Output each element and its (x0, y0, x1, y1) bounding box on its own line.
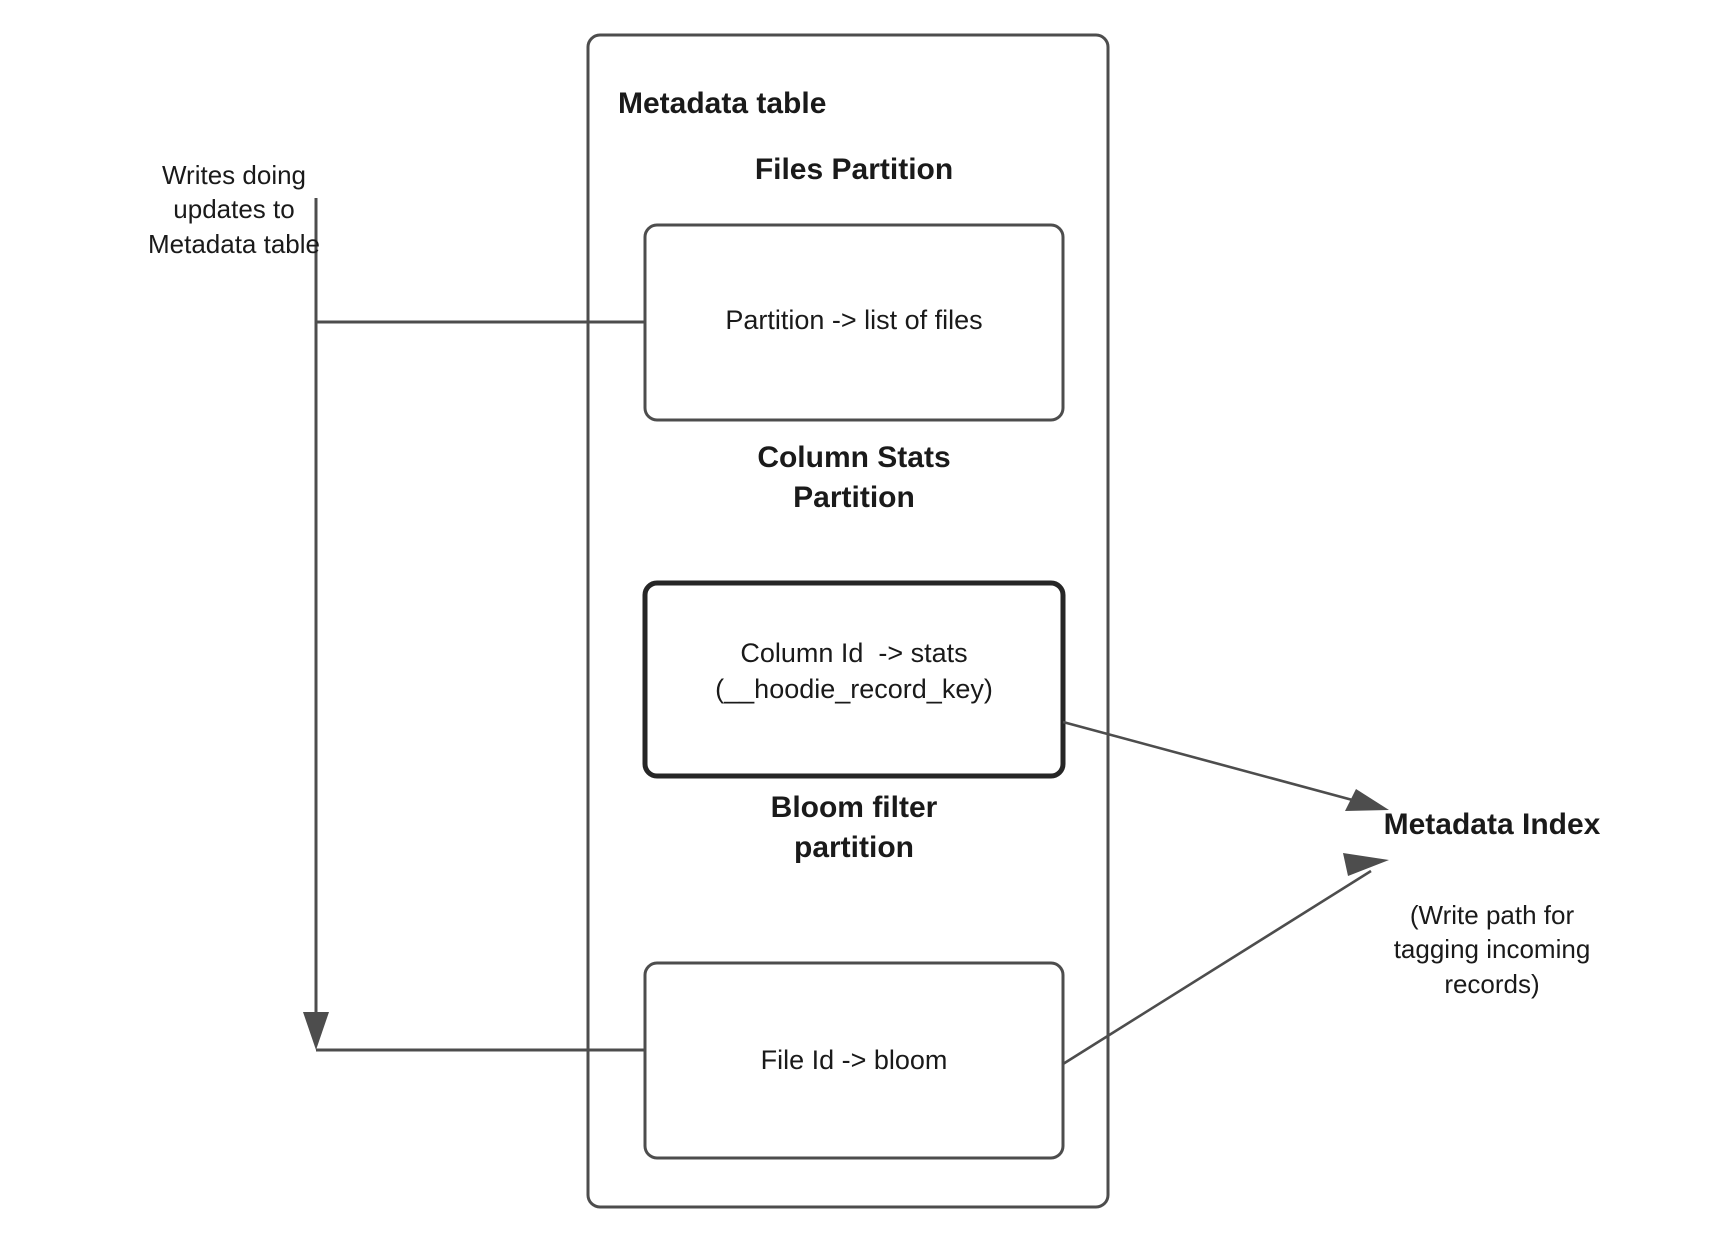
column-stats-partition-box-text: Column Id -> stats (__hoodie_record_key) (715, 638, 993, 704)
bloom-filter-partition-box (643, 961, 1065, 1160)
metadata-table-title: Metadata table (618, 87, 827, 120)
writes-note-label: Writes doing updates to Metadata table (147, 160, 320, 259)
bloom-filter-partition-box-text: File Id -> bloom (760, 1045, 948, 1075)
metadata-index-title: Metadata Index (1383, 808, 1601, 841)
column-stats-partition-box (642, 580, 1066, 779)
files-partition-box-text: Partition -> list of files (725, 305, 983, 335)
column-stats-to-index-line (1062, 720, 1372, 807)
writes-down-arrowhead (303, 1012, 329, 1050)
bloom-to-index-arrowhead (1343, 853, 1389, 876)
metadata-index-subtitle: (Write path for tagging incoming records… (1393, 900, 1591, 999)
files-partition-heading: Files Partition (754, 153, 954, 186)
bloom-filter-partition-heading: Bloom filter partition (770, 791, 938, 864)
column-stats-to-index-arrowhead (1345, 789, 1389, 811)
metadata-table-container (586, 33, 1110, 1209)
column-stats-partition-heading: Column Stats Partition (757, 441, 951, 514)
bloom-to-index-line (1062, 869, 1372, 1066)
